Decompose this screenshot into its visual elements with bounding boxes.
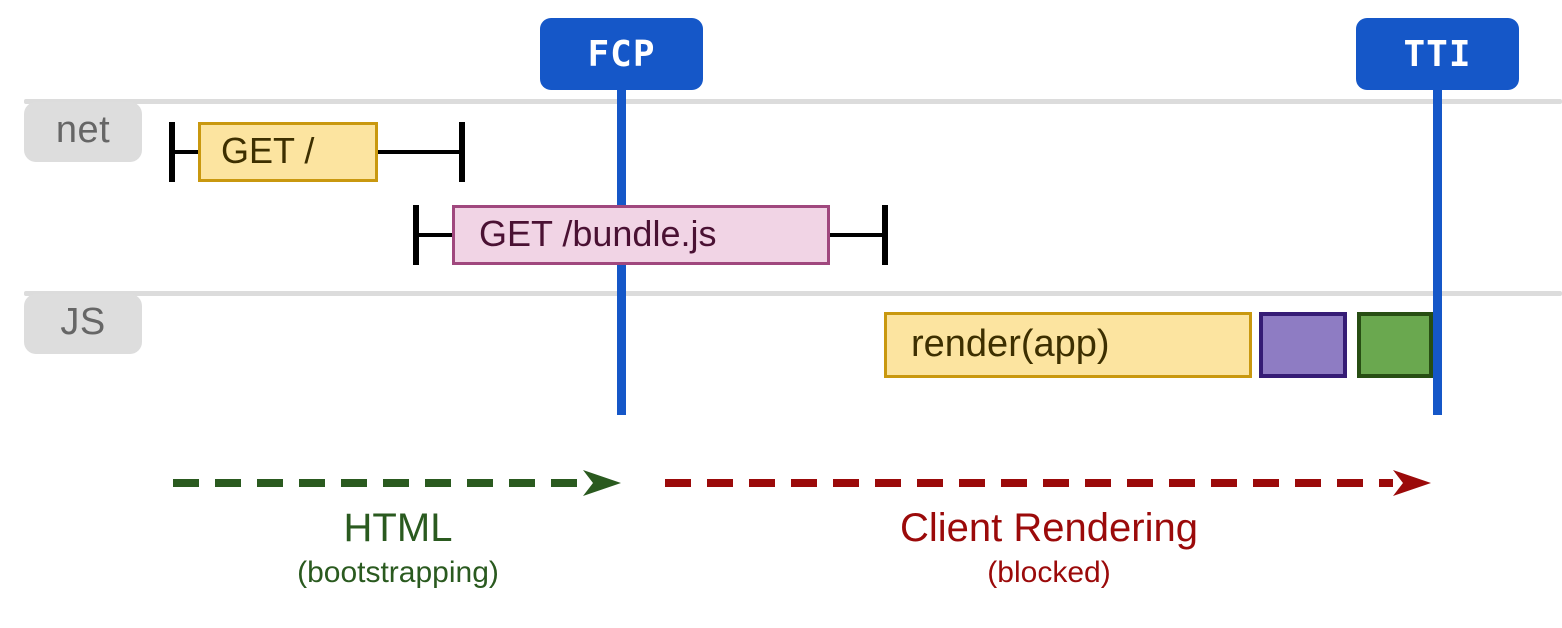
get-root-connector-left — [169, 150, 204, 154]
task-js-block-purple[interactable] — [1259, 312, 1347, 378]
task-get-root[interactable]: GET / — [198, 122, 378, 182]
lane-chip-net: net — [24, 102, 142, 162]
get-root-end-bracket — [459, 122, 465, 182]
phase-client-arrow-icon — [665, 468, 1433, 498]
task-js-block-green[interactable] — [1357, 312, 1433, 378]
get-bundle-end-bracket — [882, 205, 888, 265]
phase-html-title: HTML — [343, 506, 453, 550]
lane-chip-js-label: JS — [60, 301, 106, 343]
task-get-root-label: GET / — [221, 129, 315, 171]
phase-client-subtitle: (blocked) — [987, 556, 1111, 589]
lane-separator-net — [24, 99, 1562, 104]
get-bundle-start-bracket — [413, 205, 419, 265]
milestone-line-tti — [1433, 70, 1442, 415]
get-bundle-connector-right — [824, 233, 887, 237]
get-root-start-bracket — [169, 122, 175, 182]
lane-separator-js — [24, 291, 1562, 296]
task-get-bundle[interactable]: GET /bundle.js — [452, 205, 830, 265]
phase-html-subtitle: (bootstrapping) — [297, 556, 499, 589]
phase-html-arrow-icon — [173, 468, 623, 498]
task-render-app-label: render(app) — [911, 322, 1110, 365]
get-bundle-connector-left — [413, 233, 458, 237]
task-get-bundle-label: GET /bundle.js — [479, 212, 717, 254]
milestone-badge-fcp-label: FCP — [587, 33, 656, 75]
milestone-badge-fcp[interactable]: FCP — [540, 18, 703, 90]
milestone-badge-tti[interactable]: TTI — [1356, 18, 1519, 90]
lane-chip-net-label: net — [55, 109, 111, 151]
task-render-app[interactable]: render(app) — [884, 312, 1252, 378]
get-root-connector-right — [372, 150, 464, 154]
milestone-badge-tti-label: TTI — [1403, 33, 1472, 75]
phase-client-title: Client Rendering — [900, 506, 1198, 550]
lane-chip-js: JS — [24, 294, 142, 354]
